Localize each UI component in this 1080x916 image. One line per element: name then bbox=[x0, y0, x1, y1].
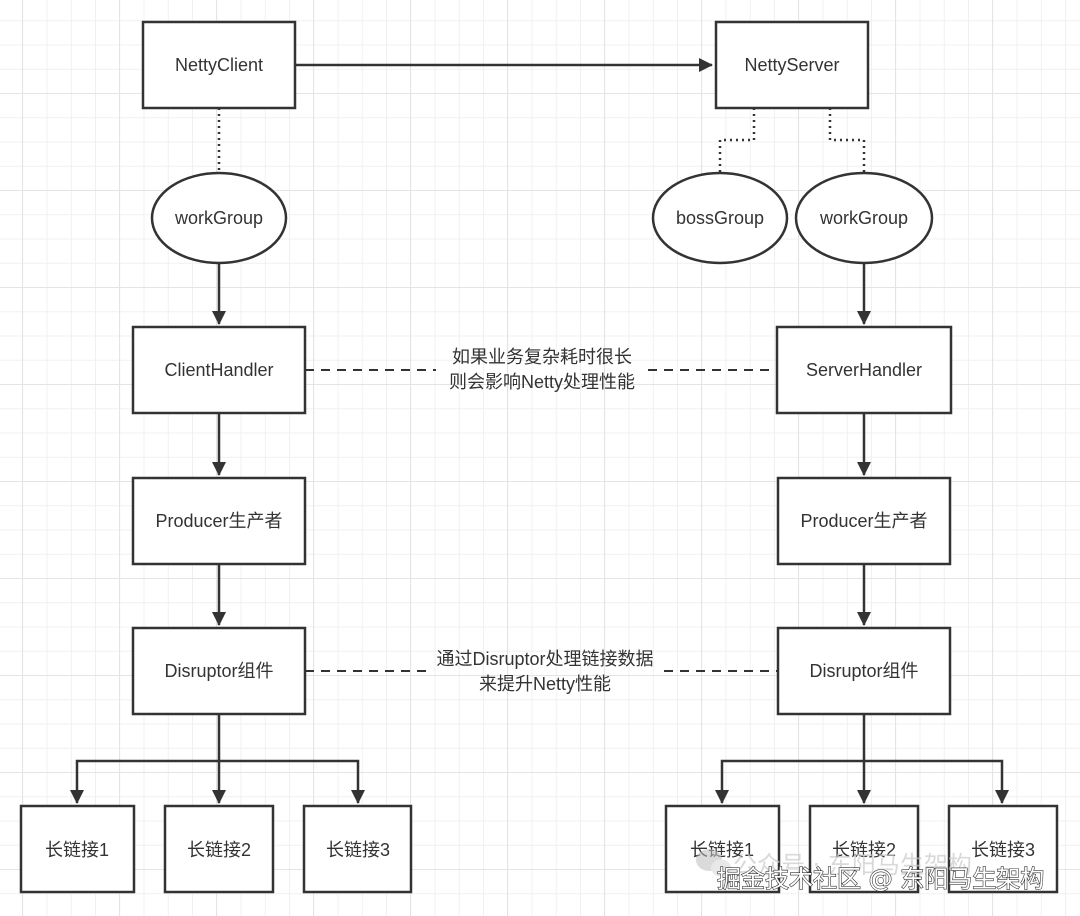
node-client-disruptor[interactable]: Disruptor组件 bbox=[131, 626, 307, 716]
node-server-workgroup[interactable]: workGroup bbox=[794, 171, 934, 265]
node-client-connection-3[interactable]: 长链接3 bbox=[302, 804, 413, 894]
node-server-producer[interactable]: Producer生产者 bbox=[776, 476, 952, 566]
edge-server-bossgroup-dotted bbox=[718, 108, 756, 173]
node-server-bossgroup-label: bossGroup bbox=[676, 208, 764, 228]
node-client-workgroup[interactable]: workGroup bbox=[150, 171, 288, 265]
node-client-connection-2[interactable]: 长链接2 bbox=[163, 804, 275, 894]
note-handler-performance: 如果业务复杂耗时很长 则会影响Netty处理性能 bbox=[449, 347, 635, 392]
node-client-producer[interactable]: Producer生产者 bbox=[131, 476, 307, 566]
note-disruptor-line-1: 通过Disruptor处理链接数据 bbox=[436, 649, 653, 669]
node-client-connection-1-label: 长链接1 bbox=[45, 840, 109, 860]
node-netty-client[interactable]: NettyClient bbox=[141, 20, 297, 110]
node-client-disruptor-label: Disruptor组件 bbox=[164, 661, 273, 681]
node-server-producer-label: Producer生产者 bbox=[800, 511, 927, 531]
node-server-handler-label: ServerHandler bbox=[806, 360, 922, 380]
node-netty-server[interactable]: NettyServer bbox=[714, 20, 870, 110]
edge-server-disruptor-to-conn1 bbox=[715, 759, 864, 804]
watermark-main-text: 掘金技术社区 @ 东阳马生架构 bbox=[717, 865, 1044, 893]
node-client-connection-1[interactable]: 长链接1 bbox=[19, 804, 136, 894]
note-handler-line-2: 则会影响Netty处理性能 bbox=[449, 372, 635, 392]
node-client-connection-3-label: 长链接3 bbox=[326, 840, 390, 860]
node-client-handler[interactable]: ClientHandler bbox=[131, 325, 307, 415]
node-server-connection-3[interactable]: 长链接3 bbox=[947, 804, 1059, 894]
node-server-connection-3-label: 长链接3 bbox=[971, 840, 1035, 860]
node-netty-client-label: NettyClient bbox=[175, 55, 263, 75]
node-server-bossgroup[interactable]: bossGroup bbox=[651, 171, 789, 265]
note-disruptor-line-2: 来提升Netty性能 bbox=[479, 674, 611, 694]
node-client-handler-label: ClientHandler bbox=[164, 360, 273, 380]
node-server-connection-2-label: 长链接2 bbox=[832, 840, 896, 860]
note-handler-line-1: 如果业务复杂耗时很长 bbox=[452, 347, 632, 367]
node-server-disruptor-label: Disruptor组件 bbox=[809, 661, 918, 681]
node-client-producer-label: Producer生产者 bbox=[155, 511, 282, 531]
note-disruptor-performance: 通过Disruptor处理链接数据 来提升Netty性能 bbox=[436, 649, 653, 694]
node-server-workgroup-label: workGroup bbox=[819, 208, 908, 228]
node-server-connection-2[interactable]: 长链接2 bbox=[808, 804, 920, 894]
edge-client-disruptor-to-conn1 bbox=[70, 759, 219, 804]
edge-client-disruptor-to-conn3 bbox=[219, 759, 365, 804]
node-client-connection-2-label: 长链接2 bbox=[187, 840, 251, 860]
node-server-disruptor[interactable]: Disruptor组件 bbox=[776, 626, 952, 716]
watermark: 公众号 · 东阳马生架构 掘金技术社区 @ 东阳马生架构 bbox=[696, 849, 1045, 894]
node-netty-server-label: NettyServer bbox=[744, 55, 839, 75]
wechat-icon bbox=[696, 849, 731, 877]
edge-server-workgroup-dotted bbox=[828, 108, 866, 173]
node-client-workgroup-label: workGroup bbox=[174, 208, 263, 228]
node-server-handler[interactable]: ServerHandler bbox=[775, 325, 953, 415]
watermark-faded-text: 公众号 · 东阳马生架构 bbox=[733, 851, 972, 879]
node-server-connection-1[interactable]: 长链接1 bbox=[664, 804, 781, 894]
edge-server-disruptor-to-conn3 bbox=[864, 759, 1009, 804]
